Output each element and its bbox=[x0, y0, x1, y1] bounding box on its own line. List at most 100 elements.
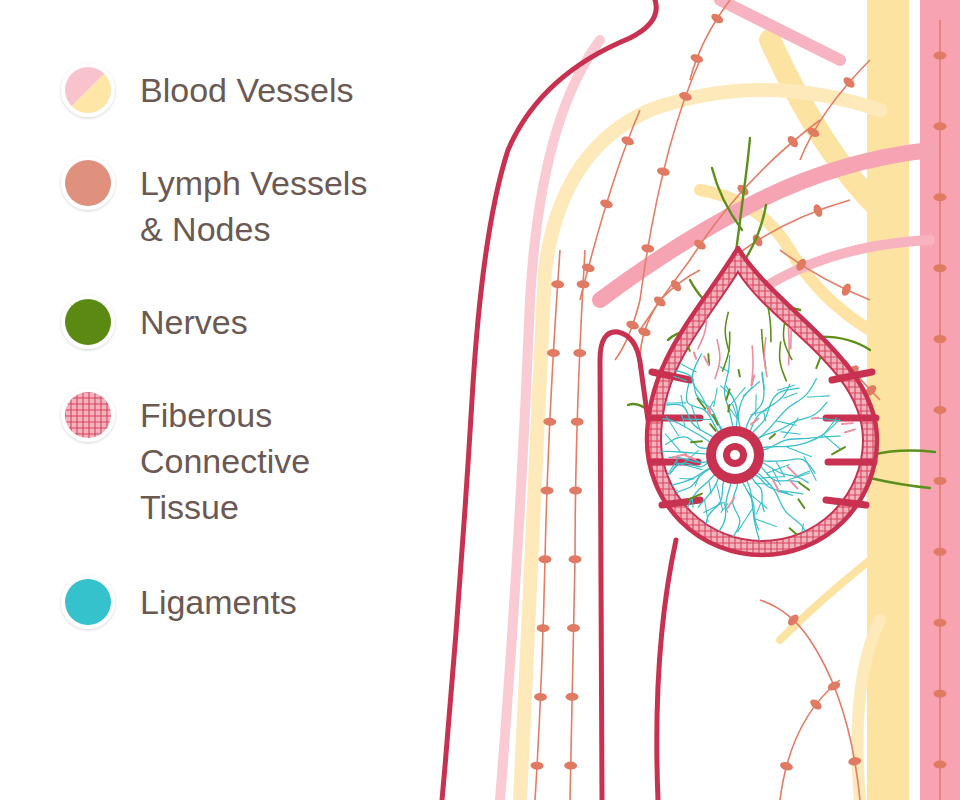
ligament bbox=[762, 371, 764, 389]
nerve bbox=[870, 478, 930, 488]
lymph-node bbox=[794, 257, 808, 272]
nerve-ending bbox=[726, 389, 729, 399]
lymph-node bbox=[641, 243, 655, 253]
septum bbox=[832, 372, 872, 380]
nerve bbox=[722, 332, 730, 372]
lymph-node bbox=[620, 135, 635, 147]
capillary bbox=[773, 480, 779, 492]
nerve-ending bbox=[728, 405, 729, 412]
ligament bbox=[709, 481, 711, 494]
pink-vessel bbox=[720, 0, 840, 60]
ligament bbox=[761, 477, 784, 478]
nerve-ending bbox=[640, 386, 642, 392]
lymph-node bbox=[656, 166, 671, 177]
swatch-ring bbox=[61, 156, 115, 210]
nerve-ending bbox=[641, 420, 649, 423]
ligament bbox=[679, 478, 694, 479]
ligament bbox=[787, 447, 811, 457]
nerve-ending bbox=[632, 490, 645, 498]
legend-swatch bbox=[65, 160, 111, 206]
pink-vessel bbox=[500, 40, 600, 800]
nerve-ending bbox=[698, 398, 706, 408]
capillary bbox=[694, 352, 696, 358]
blood-vessels bbox=[500, 0, 940, 800]
capillary bbox=[845, 429, 855, 432]
lymph-node bbox=[692, 238, 707, 252]
ligament bbox=[725, 539, 731, 547]
legend-item: Nerves bbox=[0, 299, 460, 345]
legend-item: Lymph Vessels & Nodes bbox=[0, 160, 460, 252]
septum bbox=[662, 500, 700, 505]
lymph-node bbox=[565, 693, 578, 701]
nipple-ring bbox=[716, 436, 754, 474]
lymph-node bbox=[934, 122, 947, 130]
legend-swatch-frame bbox=[56, 58, 120, 122]
nerve bbox=[783, 320, 792, 360]
lymph-node bbox=[540, 486, 553, 494]
legend-label: Ligaments bbox=[140, 579, 460, 625]
lymph-node bbox=[551, 280, 564, 289]
ligament bbox=[756, 550, 763, 566]
ligament bbox=[783, 393, 797, 398]
nerve-ending bbox=[798, 499, 804, 508]
lymph-node bbox=[934, 406, 947, 414]
lymph-node bbox=[934, 193, 947, 201]
ligament bbox=[720, 386, 732, 397]
lymph-vessel bbox=[535, 250, 560, 800]
legend-item: Ligaments bbox=[0, 579, 460, 625]
lymph-node bbox=[808, 697, 823, 711]
ligament bbox=[732, 404, 737, 419]
ligament bbox=[764, 411, 766, 421]
lymph-vessel bbox=[730, 200, 850, 260]
lymph-node bbox=[637, 326, 652, 338]
swatch-ring bbox=[61, 575, 115, 629]
lymph-node bbox=[934, 335, 947, 343]
nerve-ending bbox=[686, 341, 690, 351]
ligament bbox=[667, 457, 679, 476]
nerve-ending bbox=[626, 463, 640, 466]
ligament bbox=[683, 450, 699, 464]
ligament bbox=[714, 388, 717, 407]
lymph-node bbox=[534, 693, 547, 702]
nerve bbox=[872, 451, 935, 455]
nerve-ending bbox=[832, 447, 845, 454]
lymph-node bbox=[678, 90, 693, 102]
swatch-ring bbox=[61, 295, 115, 349]
capillary bbox=[708, 407, 711, 413]
lymph-node bbox=[934, 690, 947, 698]
capillary bbox=[715, 339, 720, 379]
ligament bbox=[618, 419, 721, 452]
ligament bbox=[756, 502, 761, 514]
ligament bbox=[748, 493, 767, 509]
capillary bbox=[698, 309, 707, 349]
legend-label: Fiberous Connective Tissue bbox=[140, 392, 390, 530]
nerve-ending bbox=[634, 392, 645, 397]
ligament bbox=[754, 518, 777, 526]
lymph-vessel bbox=[760, 600, 860, 800]
ligament bbox=[691, 405, 700, 431]
connective-septa bbox=[650, 372, 876, 505]
ligament bbox=[788, 473, 810, 480]
ligament bbox=[656, 488, 662, 498]
lymph-node bbox=[842, 75, 857, 90]
capillary bbox=[653, 491, 660, 496]
ligament bbox=[666, 490, 677, 492]
lymph-node bbox=[786, 612, 801, 627]
ligament bbox=[705, 500, 709, 522]
ligament bbox=[804, 456, 817, 480]
nerve bbox=[767, 302, 771, 342]
ligament bbox=[777, 385, 795, 390]
legend-label: Lymph Vessels & Nodes bbox=[140, 160, 390, 252]
capillary bbox=[652, 404, 661, 415]
nerve-ending bbox=[790, 528, 799, 535]
ligament bbox=[754, 483, 769, 484]
nerve-ending bbox=[739, 370, 740, 376]
nerve-ending bbox=[691, 441, 702, 442]
lymph-node bbox=[812, 203, 824, 218]
nerve-ending bbox=[710, 424, 715, 431]
nerve-ending bbox=[656, 498, 662, 503]
ligament bbox=[824, 435, 841, 450]
ligament bbox=[717, 535, 735, 553]
ligament bbox=[682, 415, 685, 428]
legend-swatch bbox=[65, 392, 111, 438]
